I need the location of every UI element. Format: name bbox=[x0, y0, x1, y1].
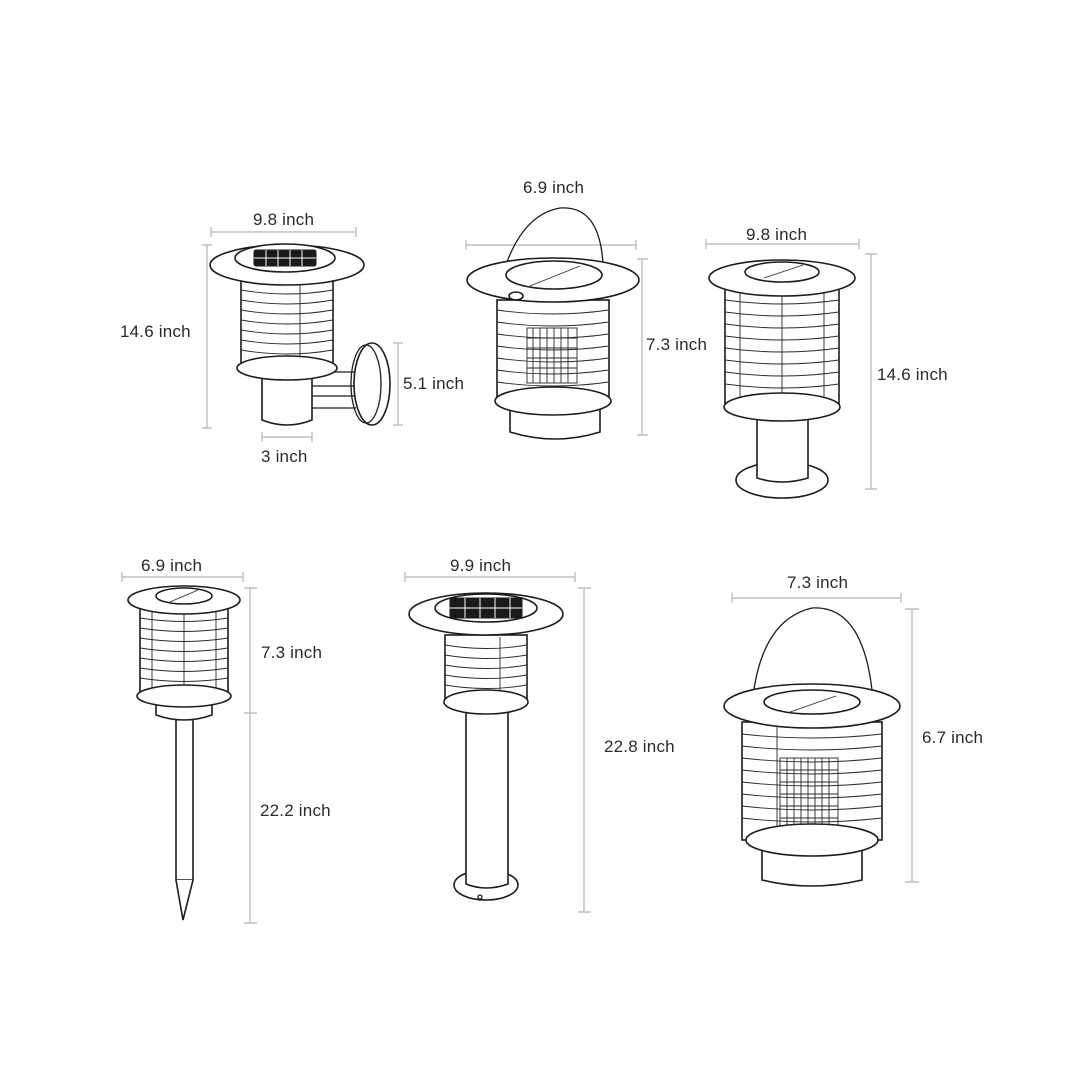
solar-panel-icon bbox=[253, 249, 317, 267]
height-label: 14.6 inch bbox=[877, 365, 948, 384]
stem-width-label: 3 inch bbox=[261, 447, 308, 466]
width-label: 7.3 inch bbox=[787, 573, 849, 592]
height-label: 14.6 inch bbox=[120, 322, 191, 341]
height-label: 22.8 inch bbox=[604, 737, 675, 756]
wall-mount-lamp-drawing bbox=[209, 243, 391, 426]
stake-lamp-drawing bbox=[127, 585, 241, 921]
width-label: 9.9 inch bbox=[450, 556, 512, 575]
width-label: 6.9 inch bbox=[523, 178, 585, 197]
pillar-lamp-short-drawing bbox=[708, 259, 856, 499]
hanging-lantern-small-drawing bbox=[466, 207, 640, 440]
stake-height-label: 22.2 inch bbox=[260, 801, 331, 820]
pillar-lamp-tall-drawing bbox=[408, 592, 564, 901]
wall-plate-height-label: 5.1 inch bbox=[403, 374, 465, 393]
hanging-lantern-large-drawing bbox=[723, 607, 901, 887]
dimension-lines bbox=[121, 227, 919, 924]
head-height-label: 7.3 inch bbox=[261, 643, 323, 662]
width-label: 6.9 inch bbox=[141, 556, 203, 575]
width-label: 9.8 inch bbox=[746, 225, 808, 244]
height-label: 6.7 inch bbox=[922, 728, 984, 747]
width-label: 9.8 inch bbox=[253, 210, 315, 229]
solar-panel-icon bbox=[449, 597, 523, 619]
height-label: 7.3 inch bbox=[646, 335, 708, 354]
